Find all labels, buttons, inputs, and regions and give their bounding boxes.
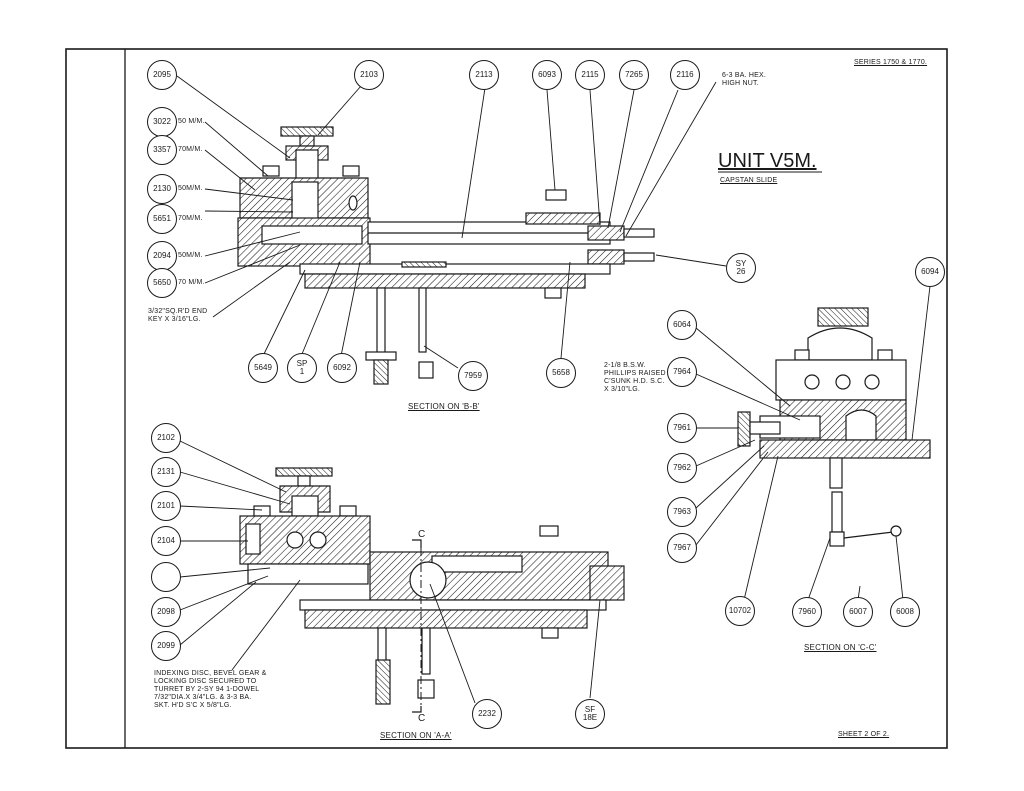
balloon-2103: 2103 bbox=[354, 60, 384, 90]
sheet-border bbox=[65, 48, 948, 749]
section-aa-caption: SECTION ON 'A-A' bbox=[380, 731, 452, 740]
balloon-6094: 6094 bbox=[915, 257, 945, 287]
balloon-2094: 2094 bbox=[147, 241, 177, 271]
balloon-7960: 7960 bbox=[792, 597, 822, 627]
size-3022: 50 M/M. bbox=[178, 118, 205, 125]
leader-lines bbox=[176, 75, 931, 704]
section-cc-drawing bbox=[737, 307, 931, 547]
balloon-7967: 7967 bbox=[667, 533, 697, 563]
disc-note: INDEXING DISC, BEVEL GEAR & LOCKING DISC… bbox=[154, 670, 267, 709]
unit-subtitle: CAPSTAN SLIDE bbox=[720, 177, 778, 184]
balloon-6093: 6093 bbox=[532, 60, 562, 90]
screw-note: 2-1/8 B.S.W. PHILLIPS RAISED C'SUNK H.D.… bbox=[604, 362, 666, 393]
balloon-6092: 6092 bbox=[327, 353, 357, 383]
balloon-2115: 2115 bbox=[575, 60, 605, 90]
unit-title: UNIT V5M. bbox=[718, 150, 817, 172]
balloon-sf-18e: SF 18E bbox=[575, 699, 605, 729]
balloon-5649: 5649 bbox=[248, 353, 278, 383]
section-bb-drawing bbox=[237, 126, 655, 385]
balloon-5658: 5658 bbox=[546, 358, 576, 388]
section-aa-drawing bbox=[239, 467, 625, 713]
balloon-2099: 2099 bbox=[151, 631, 181, 661]
size-3357: 70M/M. bbox=[178, 146, 203, 153]
size-5651: 70M/M. bbox=[178, 215, 203, 222]
balloon-7964: 7964 bbox=[667, 357, 697, 387]
balloon-7265: 7265 bbox=[619, 60, 649, 90]
balloon-7962: 7962 bbox=[667, 453, 697, 483]
balloon-2116: 2116 bbox=[670, 60, 700, 90]
balloon-3357: 3357 bbox=[147, 135, 177, 165]
balloon-7959: 7959 bbox=[458, 361, 488, 391]
size-2094: 50M/M. bbox=[178, 252, 203, 259]
balloon-2104: 2104 bbox=[151, 526, 181, 556]
key-note: 3/32"SQ.R'D END KEY X 3/16"LG. bbox=[148, 308, 208, 323]
balloon-2130: 2130 bbox=[147, 174, 177, 204]
balloon-10702: 10702 bbox=[725, 596, 755, 626]
balloon-3022: 3022 bbox=[147, 107, 177, 137]
balloon-2101: 2101 bbox=[151, 491, 181, 521]
balloon-2232: 2232 bbox=[472, 699, 502, 729]
section-mark-c-bottom: C bbox=[418, 713, 426, 724]
balloon-7963: 7963 bbox=[667, 497, 697, 527]
balloon-2098: 2098 bbox=[151, 597, 181, 627]
balloon-6064: 6064 bbox=[667, 310, 697, 340]
balloon-2102: 2102 bbox=[151, 423, 181, 453]
balloon-7961: 7961 bbox=[667, 413, 697, 443]
section-cc-caption: SECTION ON 'C-C' bbox=[804, 643, 877, 652]
sheet-number: SHEET 2 OF 2. bbox=[838, 731, 890, 738]
size-2130: 50M/M. bbox=[178, 185, 203, 192]
balloon-sy-26: SY 26 bbox=[726, 253, 756, 283]
series-label: SERIES 1750 & 1770. bbox=[854, 59, 928, 66]
nut-note: 6-3 BA. HEX. HIGH NUT. bbox=[722, 72, 767, 87]
balloon-6008: 6008 bbox=[890, 597, 920, 627]
size-5650: 70 M/M. bbox=[178, 279, 205, 286]
balloon-sp-1: SP 1 bbox=[287, 353, 317, 383]
balloon-2095: 2095 bbox=[147, 60, 177, 90]
balloon-2131: 2131 bbox=[151, 457, 181, 487]
balloon-6007: 6007 bbox=[843, 597, 873, 627]
balloon-5650: 5650 bbox=[147, 268, 177, 298]
balloon-blank bbox=[151, 562, 181, 592]
balloon-5651: 5651 bbox=[147, 204, 177, 234]
section-bb-caption: SECTION ON 'B-B' bbox=[408, 402, 480, 411]
section-mark-c-top: C bbox=[418, 529, 426, 540]
balloon-2113: 2113 bbox=[469, 60, 499, 90]
